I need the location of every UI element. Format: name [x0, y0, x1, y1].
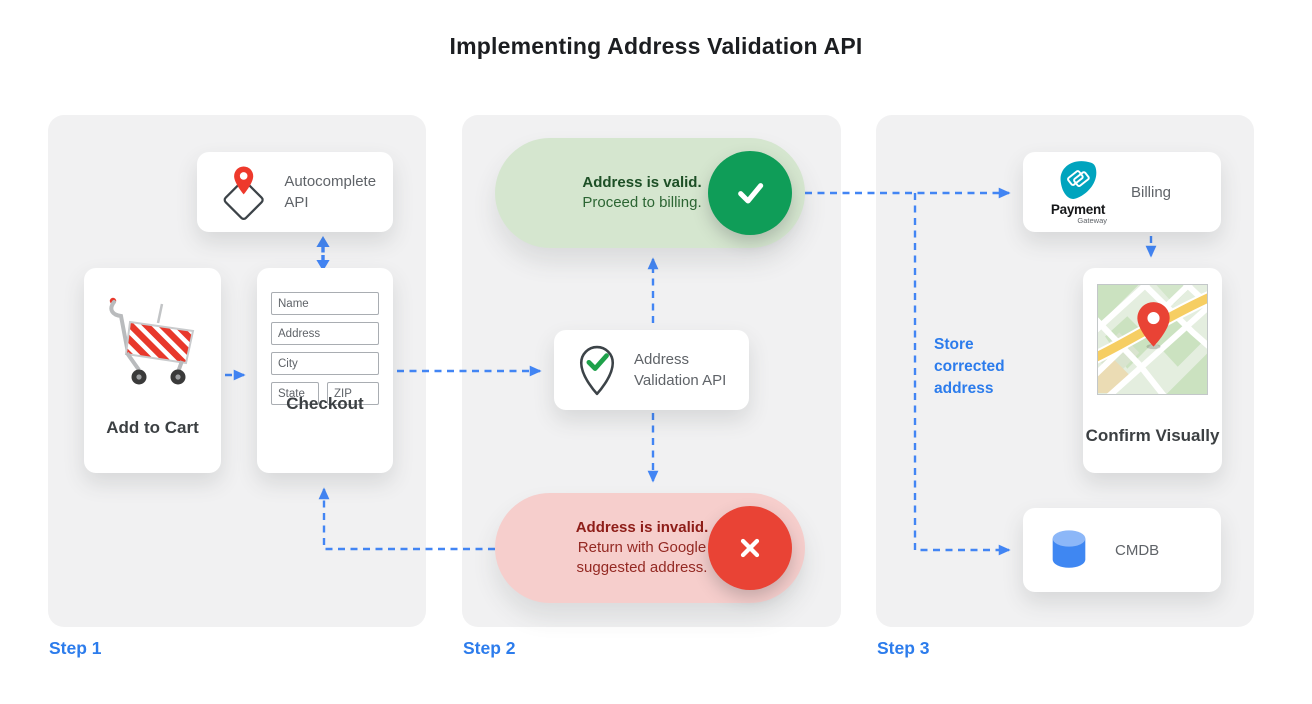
step1-label: Step 1	[49, 638, 102, 658]
checkout-label: Checkout	[286, 394, 364, 413]
billing-label: Billing	[1131, 183, 1172, 201]
autocomplete-api-card: Autocomplete API	[197, 152, 393, 232]
address-validation-api-card: Address Validation API	[554, 330, 749, 410]
address-valid-pill: Address is valid. Proceed to billing.	[495, 138, 805, 248]
autocomplete-api-label: Autocomplete API	[284, 173, 377, 211]
name-field[interactable]: Name	[271, 292, 379, 315]
valid-check-icon	[708, 151, 792, 235]
confirm-visually-label: Confirm Visually	[1085, 426, 1220, 445]
invalid-x-icon	[708, 506, 792, 590]
address-invalid-pill: Address is invalid. Return with Google s…	[495, 493, 805, 603]
checkout-card: Name Address City State ZIP Checkout	[257, 268, 393, 473]
valid-pill-title: Address is valid.	[582, 173, 702, 191]
cmdb-card: CMDB	[1023, 508, 1221, 592]
page-title: Implementing Address Validation API	[449, 33, 863, 59]
confirm-visually-card: Confirm Visually	[1083, 268, 1222, 473]
city-field[interactable]: City	[271, 352, 379, 375]
payment-gateway-logo: Payment Gateway	[1045, 159, 1111, 226]
address-validation-label: Address Validation API	[634, 351, 727, 389]
address-validation-icon	[579, 345, 615, 396]
payment-gateway-blob-icon	[1060, 160, 1097, 199]
payment-logo-subtitle: Gateway	[1077, 216, 1107, 226]
invalid-pill-title: Address is invalid.	[575, 518, 709, 536]
cmdb-label: CMDB	[1115, 541, 1160, 559]
step2-label: Step 2	[463, 638, 516, 658]
add-to-cart-label: Add to Cart	[106, 418, 199, 437]
store-corrected-address-note: Store corrected address	[934, 336, 1005, 397]
database-icon	[1052, 530, 1086, 568]
state-field[interactable]: State	[271, 382, 319, 405]
billing-card: Payment Gateway Billing	[1023, 152, 1221, 232]
map-thumbnail	[1097, 284, 1208, 395]
address-field[interactable]: Address	[271, 322, 379, 345]
step3-label: Step 3	[877, 638, 930, 658]
autocomplete-api-icon	[223, 166, 264, 221]
valid-pill-subtitle: Proceed to billing.	[582, 194, 702, 211]
add-to-cart-card: Add to Cart	[84, 268, 221, 473]
zip-field[interactable]: ZIP	[327, 382, 379, 405]
payment-logo-title: Payment	[1050, 201, 1106, 217]
shopping-cart-icon	[109, 297, 195, 385]
invalid-pill-subtitle: Return with Google suggested address.	[576, 538, 708, 577]
